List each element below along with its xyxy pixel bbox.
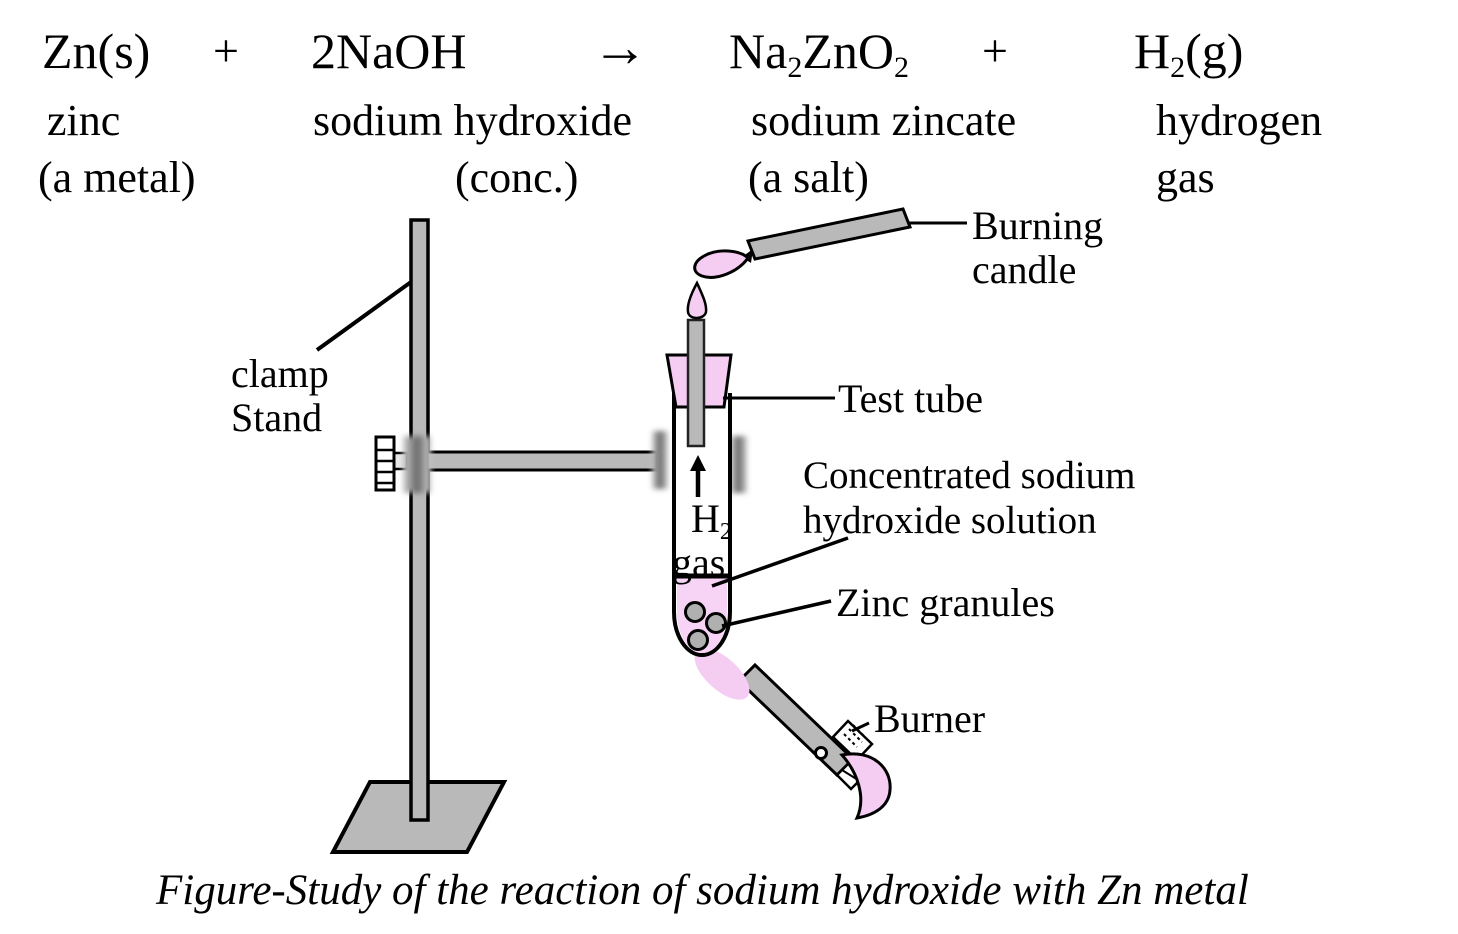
clamp-jaw-right xyxy=(730,436,747,493)
zinc-granules-label: Zinc granules xyxy=(836,580,1055,625)
zinc-granules-leader-line xyxy=(721,599,832,628)
burner-base-flame-crescent xyxy=(839,752,892,820)
note-a-salt: (a salt) xyxy=(748,153,869,202)
note-conc: (conc.) xyxy=(455,153,579,202)
hydrogen-flame xyxy=(686,280,708,320)
clamp-stand-label-line1: clamp xyxy=(231,351,329,396)
zinc-granule xyxy=(684,601,706,623)
burner-air-hole xyxy=(814,746,828,760)
solution-label-line1: Concentrated sodium xyxy=(803,454,1136,497)
stand-rod xyxy=(409,218,430,822)
solution-label-line2: hydroxide solution xyxy=(803,498,1097,542)
burner-flame xyxy=(694,648,750,700)
burning-candle-label-line2: candle xyxy=(972,247,1077,292)
clamp-arm-rod xyxy=(425,450,659,472)
zinc-granule xyxy=(705,612,727,634)
formula-part: (g) xyxy=(1185,23,1244,79)
name-hydrogen: hydrogen xyxy=(1156,96,1323,145)
clamp-stand-label: clamp Stand xyxy=(231,352,329,440)
burner-tube xyxy=(736,662,856,778)
clamp-stand-label-line2: Stand xyxy=(231,395,323,440)
formula-sodium-zincate: Na2ZnO2 xyxy=(729,26,909,83)
reaction-arrow: → xyxy=(592,17,648,79)
subscript: 2 xyxy=(787,51,803,84)
formula-part: H xyxy=(1134,23,1171,79)
burner-leader-line xyxy=(851,721,870,733)
zinc-granule xyxy=(687,629,709,651)
subscript: 2 xyxy=(893,51,909,84)
gas-word-label: gas xyxy=(672,540,726,585)
plus-sign: + xyxy=(982,25,1008,76)
name-sodium-hydroxide: sodium hydroxide xyxy=(313,96,632,145)
note-a-metal: (a metal) xyxy=(38,153,196,202)
test-tube-label: Test tube xyxy=(838,376,983,421)
name-sodium-zincate: sodium zincate xyxy=(751,96,1017,145)
burner-label: Burner xyxy=(874,696,986,741)
name-zinc: zinc xyxy=(47,96,121,145)
plus-sign: + xyxy=(213,25,239,76)
formula-naoh: 2NaOH xyxy=(311,23,467,79)
figure-caption: Figure-Study of the reaction of sodium h… xyxy=(156,867,1249,914)
clamp-thumbscrew-ridges xyxy=(376,448,394,485)
formula-hydrogen: H2(g) xyxy=(1134,26,1243,83)
clamp-stand-leader-line xyxy=(315,280,413,352)
gas-up-arrow-head xyxy=(690,455,706,471)
solution-label: Concentrated sodium hydroxide solution xyxy=(803,454,1136,544)
candle-flame xyxy=(693,249,750,279)
formula-zinc: Zn(s) xyxy=(42,23,151,79)
h2-label-base: H xyxy=(691,496,720,541)
clamp-sleeve xyxy=(403,436,431,493)
formula-part: Na xyxy=(729,23,788,79)
subscript: 2 xyxy=(1170,51,1186,84)
clamp-jaw-left xyxy=(652,431,668,489)
note-gas: gas xyxy=(1156,153,1215,202)
solution-leader-line xyxy=(711,536,849,588)
formula-part: ZnO xyxy=(802,23,894,79)
burning-candle-label-line1: Burning xyxy=(972,203,1104,248)
h2-gas-label: H2 xyxy=(691,497,732,546)
burning-candle-label: Burning candle xyxy=(972,204,1103,292)
candle-stick xyxy=(745,207,913,261)
h2-label-subscript: 2 xyxy=(719,519,732,546)
gas-jet-tube xyxy=(686,318,706,448)
